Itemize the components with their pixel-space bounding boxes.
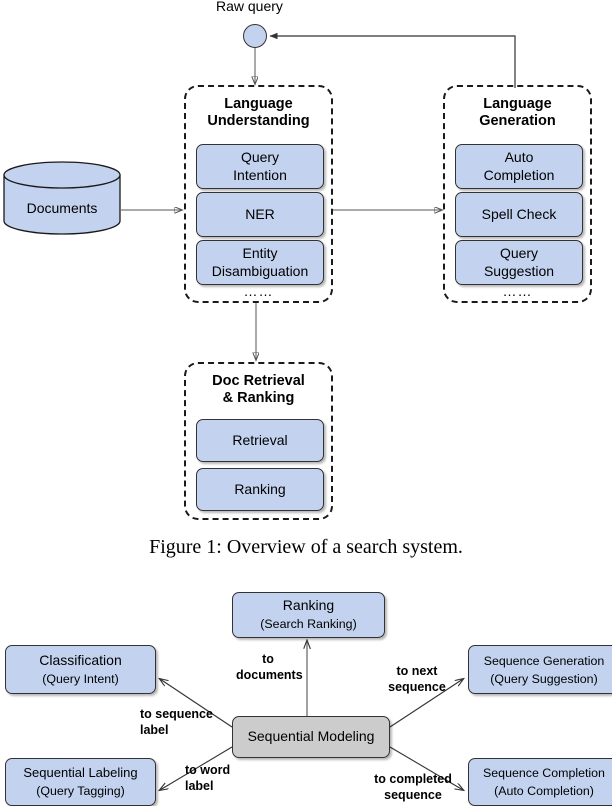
edge-label-line1: to [262,652,274,666]
group-title-line2: & Ranking [222,389,295,406]
node-sequential-modeling[interactable]: Sequential Modeling [232,716,390,758]
raw-query-node [243,24,267,48]
node-ranking-search-ranking[interactable]: Ranking (Search Ranking) [232,592,385,638]
group-language-understanding: Language Understanding Query Intention N… [184,85,333,303]
node-classification-query-intent[interactable]: Classification (Query Intent) [5,645,156,694]
group-language-generation: Language Generation Auto Completion Spel… [443,85,592,303]
node-line2: (Query Intent) [42,671,119,686]
node-line1: Sequence Completion [483,766,605,781]
node-line1: Classification [39,651,122,668]
group-doc-retrieval-ranking: Doc Retrieval & Ranking Retrieval Rankin… [184,362,333,520]
node-line2: (Search Ranking) [260,617,357,631]
node-line1: Auto [504,148,534,165]
node-line1: Sequence Generation [483,653,605,668]
node-sequence-generation-query-suggestion[interactable]: Sequence Generation (Query Suggestion) [468,645,612,694]
node-entity-disambiguation[interactable]: Entity Disambiguation [196,240,324,285]
group-title-line2: Understanding [207,112,310,129]
node-line1: Entity [242,244,278,261]
node-line2: Completion [483,166,555,183]
edge-label-to-next-sequence: to next sequence [372,664,462,695]
node-query-suggestion[interactable]: Query Suggestion [455,240,583,285]
group-title-line1: Doc Retrieval [212,373,305,389]
edge-label-line2: sequence [388,679,446,694]
edge-label-line2: label [140,722,169,737]
edge-label-to-word-label: to word label [185,763,230,794]
node-auto-completion[interactable]: Auto Completion [455,144,583,189]
node-line2: (Query Tagging) [36,784,125,798]
node-line2: (Query Suggestion) [490,671,598,686]
node-sequential-labeling-query-tagging[interactable]: Sequential Labeling (Query Tagging) [5,758,156,806]
edge-center-to-sequence-generation [389,679,463,728]
node-line1: Spell Check [481,205,557,222]
node-line1: Query [240,148,280,165]
node-line2: (Auto Completion) [494,784,594,798]
node-line1: Ranking [282,597,335,614]
node-sequence-completion-auto-completion[interactable]: Sequence Completion (Auto Completion) [468,758,612,806]
node-line1: Sequential Labeling [23,765,138,781]
group-ellipsis-understanding: …… [243,283,274,299]
node-line1: Query [499,244,539,261]
raw-query-label: Raw query [216,0,283,14]
edge-label-to-sequence-label: to sequence label [140,707,213,738]
node-ner[interactable]: NER [196,192,324,237]
edge-label-to-documents: to documents [236,652,303,683]
edge-label-line2: documents [236,667,303,682]
node-line1: Retrieval [232,431,288,448]
group-title-line1: Language [224,96,293,112]
node-retrieval[interactable]: Retrieval [196,419,324,462]
edge-label-line2: sequence [384,787,442,802]
edge-label-line1: to next [396,664,438,678]
group-title-language-generation: Language Generation [445,96,590,130]
arrow-generation-to-rawquery [269,32,516,88]
node-spell-check[interactable]: Spell Check [455,192,583,237]
group-title-line2: Generation [479,112,556,129]
group-ellipsis-generation: …… [502,283,533,299]
edge-label-line1: to word [185,763,231,777]
edge-label-line2: label [185,778,214,793]
node-line1: Ranking [234,480,286,497]
edge-center-to-sequential-labeling [160,746,233,790]
edge-label-line1: to sequence [140,707,213,721]
node-line2: Suggestion [483,262,555,279]
group-title-line1: Language [483,96,552,112]
edge-label-to-completed-sequence: to completed sequence [363,772,463,803]
edge-center-to-sequence-completion [389,746,463,790]
group-title-language-understanding: Language Understanding [186,96,331,130]
edge-center-to-classification [160,679,233,728]
node-label: Sequential Modeling [247,728,375,745]
group-title-doc-retrieval-ranking: Doc Retrieval & Ranking [186,373,331,407]
node-line1: NER [245,205,275,222]
documents-label: Documents [26,200,98,216]
node-line2: Intention [233,166,287,183]
node-ranking-retrieval[interactable]: Ranking [196,468,324,511]
edge-label-line1: to completed [374,772,452,786]
figure-1-caption: Figure 1: Overview of a search system. [149,536,463,558]
node-query-intention[interactable]: Query Intention [196,144,324,189]
node-line2: Disambiguation [211,262,309,279]
documents-cylinder [3,161,121,235]
